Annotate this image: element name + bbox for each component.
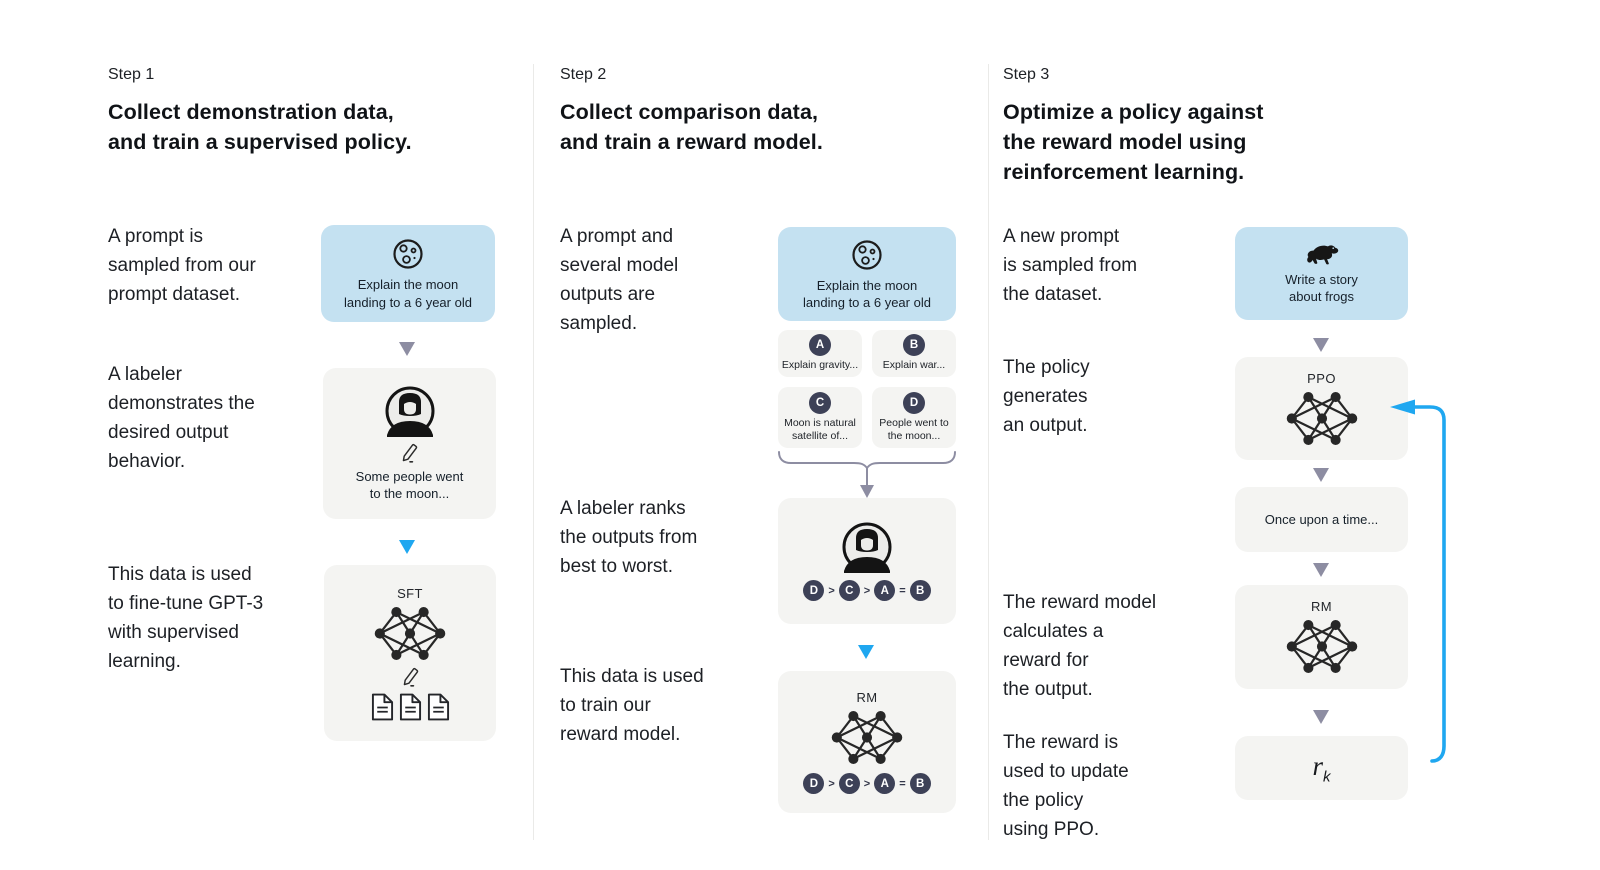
arrow-down-blue-icon — [399, 540, 415, 554]
step3-prompt-text: Write a story about frogs — [1285, 271, 1358, 305]
step1-sft-card: SFT — [324, 565, 496, 741]
ranking-row: D > C > A = B — [803, 580, 931, 601]
step3-output-card: Once upon a time... — [1235, 487, 1408, 552]
document-icon — [427, 693, 450, 721]
rank-separator: = — [899, 777, 906, 790]
step2-caption-rank: A labeler ranks the outputs from best to… — [560, 498, 698, 577]
step1-labeler-card: Some people went to the moon... — [323, 368, 496, 519]
step3-caption-prompt: A new prompt is sampled from the dataset… — [1003, 226, 1138, 305]
neural-network-icon — [830, 709, 904, 766]
rank-chip: D — [803, 773, 825, 794]
sft-label: SFT — [397, 585, 423, 601]
step3-caption-reward: The reward model calculates a reward for… — [1003, 592, 1157, 700]
step3-rm-card: RM — [1235, 585, 1408, 689]
step2-ranking-card: D > C > A = B — [778, 498, 956, 624]
output-card-d: D People went to the moon... — [872, 387, 956, 448]
neural-network-icon — [1285, 390, 1359, 447]
reward-value: rk — [1312, 750, 1331, 786]
rank-chip: B — [909, 580, 931, 601]
step3-prompt-card: Write a story about frogs — [1235, 227, 1408, 320]
person-avatar-icon — [384, 385, 436, 437]
step3-label: Step 3 — [1003, 66, 1050, 83]
step3-reward-card: rk — [1235, 736, 1408, 800]
step2-title: Collect comparison data, and train a rew… — [560, 100, 823, 154]
step1-labeler-output: Some people went to the moon... — [355, 468, 464, 502]
step3-output-text: Once upon a time... — [1264, 511, 1379, 527]
step2-caption-data: This data is used to train our reward mo… — [560, 666, 704, 745]
step1-label: Step 1 — [108, 66, 155, 83]
arrow-down-icon — [399, 342, 415, 356]
step3-caption-policy: The policy generates an output. — [1003, 357, 1090, 436]
step3-title: Optimize a policy against the reward mod… — [1003, 100, 1264, 184]
step3-caption-update: The reward is used to update the policy … — [1003, 732, 1129, 840]
output-chip-b: B — [903, 334, 925, 357]
step2-rm-card: RM D > C > A = B — [778, 671, 956, 813]
rank-separator: > — [828, 777, 835, 790]
output-text-b: Explain war... — [882, 359, 946, 372]
rank-chip: B — [909, 773, 931, 794]
feedback-loop-arrow-icon — [1390, 399, 1446, 763]
output-text-c: Moon is natural satellite of... — [784, 416, 856, 443]
column-divider — [533, 64, 534, 840]
step2-prompt-card: Explain the moon landing to a 6 year old — [778, 227, 956, 321]
arrow-down-icon — [1313, 563, 1329, 577]
step1-caption-prompt: A prompt is sampled from our prompt data… — [108, 226, 256, 305]
output-text-d: People went to the moon... — [879, 416, 949, 443]
ppo-label: PPO — [1307, 370, 1336, 386]
pencil-icon — [401, 666, 420, 688]
arrow-down-icon — [1313, 710, 1329, 724]
merge-brace-arrow-icon — [778, 451, 956, 498]
step2-label: Step 2 — [560, 66, 607, 83]
step1-prompt-text: Explain the moon landing to a 6 year old — [344, 277, 472, 310]
rm-label: RM — [856, 690, 878, 705]
step3-ppo-card: PPO — [1235, 357, 1408, 460]
step1-title: Collect demonstration data, and train a … — [108, 100, 412, 154]
rank-chip: A — [874, 773, 896, 794]
rank-chip: D — [803, 580, 825, 601]
arrow-down-blue-icon — [858, 645, 874, 659]
output-card-b: B Explain war... — [872, 330, 956, 377]
step1-caption-labeler: A labeler demonstrates the desired outpu… — [108, 364, 255, 472]
arrow-down-icon — [1313, 468, 1329, 482]
rank-chip: A — [874, 580, 896, 601]
rm-label: RM — [1310, 599, 1333, 614]
frog-icon — [1305, 242, 1339, 267]
step2-prompt-text: Explain the moon landing to a 6 year old — [803, 277, 931, 311]
documents-row — [371, 693, 450, 721]
rank-chip: C — [838, 580, 860, 601]
rank-separator: > — [863, 584, 871, 597]
step1-caption-data: This data is used to fine-tune GPT-3 wit… — [108, 564, 264, 672]
moon-icon — [849, 237, 885, 273]
pencil-icon — [400, 442, 419, 464]
output-chip-c: C — [809, 391, 831, 414]
neural-network-icon — [1285, 618, 1359, 675]
person-avatar-icon — [841, 521, 893, 573]
output-text-a: Explain gravity... — [781, 359, 859, 372]
output-chip-a: A — [809, 334, 831, 357]
moon-icon — [390, 236, 426, 272]
output-chip-d: D — [903, 391, 925, 414]
neural-network-icon — [373, 605, 447, 662]
rank-chip: C — [838, 773, 860, 794]
output-card-c: C Moon is natural satellite of... — [778, 387, 862, 448]
document-icon — [399, 693, 422, 721]
rank-separator: > — [863, 777, 871, 790]
column-divider — [988, 64, 989, 840]
output-card-a: A Explain gravity... — [778, 330, 862, 377]
rank-separator: > — [828, 584, 835, 597]
arrow-down-icon — [1313, 338, 1329, 352]
step2-caption-prompt: A prompt and several model outputs are s… — [560, 226, 679, 334]
step1-prompt-card: Explain the moon landing to a 6 year old — [321, 225, 495, 322]
rank-separator: = — [899, 584, 906, 597]
ranking-row: D > C > A = B — [803, 773, 931, 794]
document-icon — [371, 693, 394, 721]
